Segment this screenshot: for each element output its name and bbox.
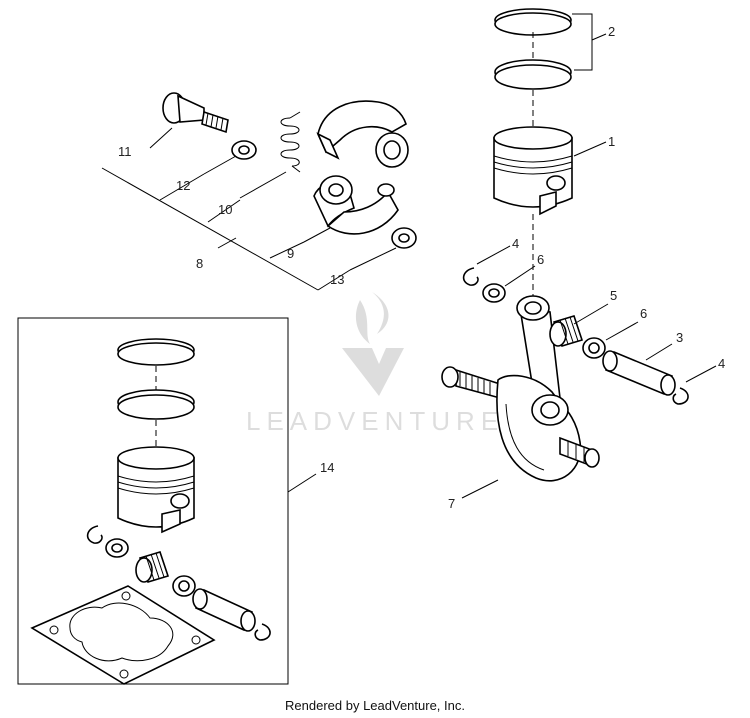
kit-washer-right — [172, 575, 196, 597]
callout-labels: 1 2 3 4 4 5 6 6 7 8 9 10 11 12 13 14 — [118, 24, 725, 511]
kit-needle-bearing — [135, 551, 170, 583]
kit-washer-left — [105, 538, 129, 558]
callout-12: 12 — [176, 178, 190, 193]
flame-logo-icon — [355, 292, 389, 344]
kit-piston-rings — [117, 338, 195, 420]
piston-pin — [602, 350, 676, 396]
cylinder-gasket — [30, 585, 216, 685]
callout-14: 14 — [320, 460, 334, 475]
callout-4-right: 4 — [718, 356, 725, 371]
piston — [493, 126, 573, 216]
clutch-spring — [280, 111, 301, 173]
callout-2: 2 — [608, 24, 615, 39]
clutch-shoe-lower — [313, 175, 399, 235]
crankshaft-connecting-rod — [441, 295, 600, 482]
callout-13: 13 — [330, 272, 344, 287]
shoulder-bolt — [162, 92, 229, 134]
needle-bearing — [549, 315, 584, 347]
footer-credit: Rendered by LeadVenture, Inc. — [285, 698, 465, 713]
callout-3: 3 — [676, 330, 683, 345]
thrust-washer-left — [482, 283, 506, 303]
callout-7: 7 — [448, 496, 455, 511]
kit-piston — [117, 446, 195, 534]
callout-4-left: 4 — [512, 236, 519, 251]
circlip-right — [672, 387, 689, 405]
piston-rings — [494, 8, 572, 90]
flat-washer — [231, 140, 257, 160]
circlip-left — [462, 267, 479, 286]
callout-8: 8 — [196, 256, 203, 271]
callout-6-left: 6 — [537, 252, 544, 267]
callout-10: 10 — [218, 202, 232, 217]
kit-circlip-right — [254, 623, 271, 641]
clutch-washer — [391, 227, 417, 249]
callout-9: 9 — [287, 246, 294, 261]
kit-piston-pin — [192, 588, 256, 632]
watermark-text: LEADVENTURE — [246, 406, 504, 436]
callout-5: 5 — [610, 288, 617, 303]
kit-circlip-left — [86, 525, 103, 544]
watermark: LEADVENTURE — [246, 292, 504, 436]
thrust-washer-right — [582, 337, 606, 359]
clutch-shoe-upper — [316, 100, 409, 168]
callout-11: 11 — [118, 144, 132, 159]
callout-1: 1 — [608, 134, 615, 149]
callout-6-right: 6 — [640, 306, 647, 321]
v-logo-icon — [342, 348, 404, 396]
piston-kit-frame — [17, 317, 289, 685]
